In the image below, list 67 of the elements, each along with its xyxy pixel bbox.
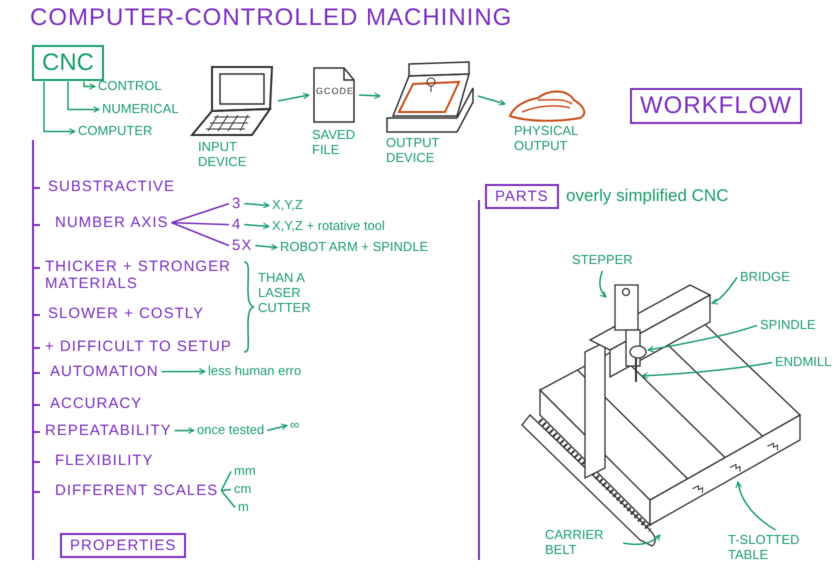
note-text: ROBOT ARM + SPINDLE bbox=[280, 240, 428, 255]
note-text: X,Y,Z bbox=[272, 198, 303, 213]
arrow bbox=[67, 82, 100, 113]
node-caption: INPUT DEVICE bbox=[198, 140, 248, 170]
note-text: COMPUTER bbox=[78, 124, 152, 139]
arrow bbox=[174, 427, 195, 434]
arrow bbox=[83, 82, 96, 90]
connector-line bbox=[220, 471, 232, 491]
connector-line bbox=[221, 488, 232, 492]
list-item: DIFFERENT SCALES bbox=[55, 482, 218, 500]
leader-line bbox=[622, 534, 661, 546]
note-text: cm bbox=[234, 482, 252, 497]
arrow bbox=[162, 368, 206, 375]
note-text: mm bbox=[234, 464, 256, 479]
note-text: X,Y,Z + rotative tool bbox=[272, 219, 385, 234]
note-text: once tested bbox=[197, 423, 264, 438]
list-item: NUMBER AXIS bbox=[55, 214, 169, 232]
list-item: AUTOMATION bbox=[50, 363, 159, 380]
connector-line bbox=[171, 202, 230, 224]
list-item: 5X bbox=[232, 237, 252, 254]
file-text: GCODE bbox=[316, 86, 354, 96]
node-caption: PHYSICAL OUTPUT bbox=[514, 124, 579, 154]
part-label: T-SLOTTED TABLE bbox=[728, 533, 823, 563]
title: COMPUTER-CONTROLLED MACHINING bbox=[30, 4, 512, 32]
arrow bbox=[267, 424, 288, 432]
list-item: SUBSTRACTIVE bbox=[48, 178, 176, 196]
node-caption: SAVED FILE bbox=[312, 128, 356, 158]
list-item: REPEATABILITY bbox=[45, 422, 172, 440]
node-caption: OUTPUT DEVICE bbox=[386, 136, 440, 166]
arrow bbox=[278, 92, 310, 102]
heading-box: CNC bbox=[32, 45, 104, 81]
arrow bbox=[255, 244, 278, 250]
list-item: 3 bbox=[232, 195, 242, 212]
arrow bbox=[43, 82, 76, 135]
list-item: THICKER + STRONGER MATERIALS bbox=[45, 258, 245, 292]
connector-line bbox=[220, 490, 236, 508]
list-item: FLEXIBILITY bbox=[55, 452, 154, 470]
part-label: SPINDLE bbox=[760, 318, 816, 333]
arrow bbox=[478, 95, 506, 106]
part-label: CARRIER BELT bbox=[545, 528, 620, 558]
leader-line bbox=[641, 362, 772, 380]
leader-line bbox=[711, 277, 738, 304]
part-label: STEPPER bbox=[572, 253, 633, 268]
arrow bbox=[244, 222, 270, 230]
leader-line bbox=[647, 324, 758, 352]
list-item: SLOWER + COSTLY bbox=[48, 305, 204, 322]
heading-box: WORKFLOW bbox=[630, 88, 802, 124]
note-text: CONTROL bbox=[98, 79, 162, 94]
note-text: m bbox=[238, 500, 249, 515]
note-text: ∞ bbox=[290, 418, 300, 433]
bracket-note: THAN A LASER CUTTER bbox=[258, 270, 312, 315]
list-item: 4 bbox=[232, 216, 242, 234]
heading-box: PARTS bbox=[485, 184, 559, 210]
part-label: BRIDGE bbox=[740, 270, 790, 285]
subtitle: overly simplified CNC bbox=[566, 186, 728, 206]
connector-line bbox=[171, 222, 230, 246]
part-label: ENDMILL bbox=[775, 355, 832, 370]
note-text: NUMERICAL bbox=[102, 102, 179, 117]
leader-line bbox=[736, 481, 776, 531]
arrow bbox=[244, 202, 270, 208]
list-item: + DIFFICULT TO SETUP bbox=[45, 338, 232, 356]
arrow bbox=[358, 92, 381, 100]
connector-line bbox=[172, 222, 230, 226]
heading-box: PROPERTIES bbox=[60, 533, 186, 558]
leader-line bbox=[599, 270, 607, 298]
note-text: less human erro bbox=[208, 364, 302, 379]
list-item: ACCURACY bbox=[50, 395, 142, 412]
